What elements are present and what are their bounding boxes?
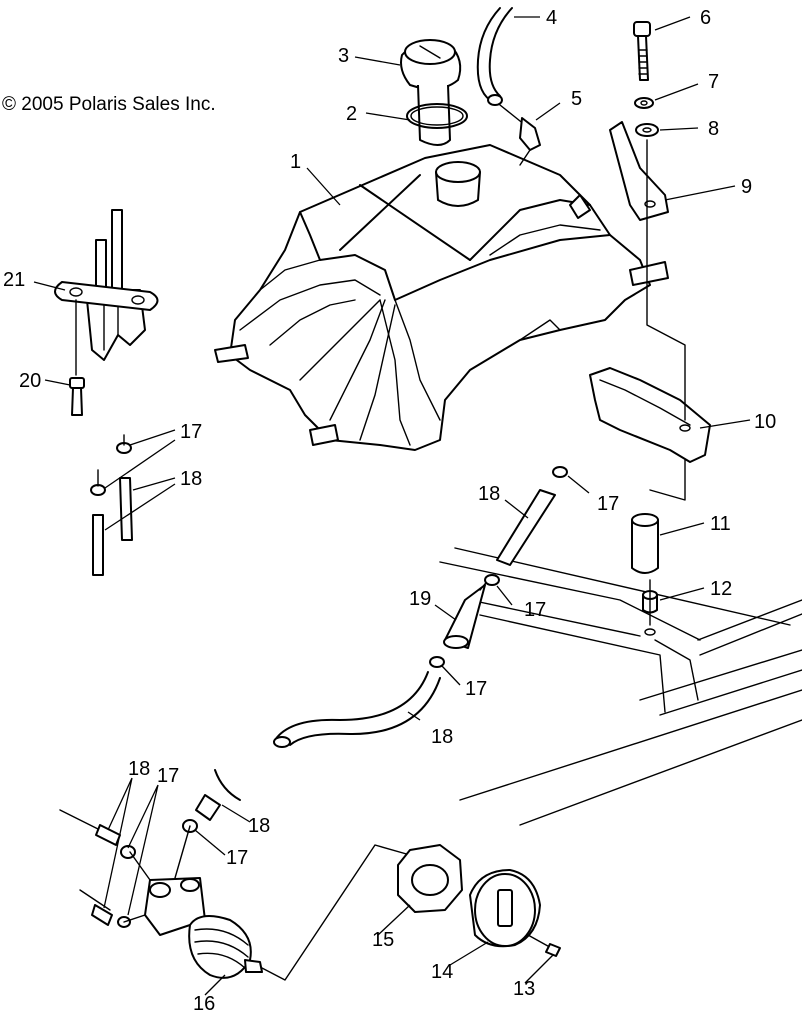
pump-hoses	[59, 769, 241, 926]
callout-16: 16	[193, 993, 215, 1015]
callout-10: 10	[754, 411, 776, 433]
mounting-bolt	[633, 21, 651, 81]
cover-screw	[527, 934, 561, 957]
flat-washer	[635, 123, 659, 137]
callout-17b: 17	[597, 493, 619, 515]
callout-numbers: 1 2 3 4 5 6 7 8 9 10 11 12 13 14 15 16 1…	[3, 7, 776, 1015]
pump-cover	[469, 869, 541, 948]
valve-screw	[69, 299, 85, 416]
fuel-pump	[123, 825, 263, 979]
callout-12: 12	[710, 578, 732, 600]
callout-18a: 18	[180, 468, 202, 490]
callout-8: 8	[708, 118, 719, 140]
callout-4: 4	[546, 7, 557, 29]
callout-13: 13	[513, 978, 535, 1000]
callout-15: 15	[372, 929, 394, 951]
callout-2: 2	[346, 103, 357, 125]
pump-alignment-line	[261, 844, 411, 981]
callout-18e: 18	[248, 815, 270, 837]
callout-17a: 17	[180, 421, 202, 443]
pump-gasket	[397, 844, 463, 913]
alignment-line-bolt	[646, 139, 686, 421]
middle-hose-clamp	[552, 466, 568, 478]
callout-19: 19	[409, 588, 431, 610]
callout-17c: 17	[524, 599, 546, 621]
callout-18b: 18	[478, 483, 500, 505]
lock-washer	[634, 97, 654, 109]
vent-fitting	[499, 104, 541, 166]
valve-gasket	[54, 281, 159, 311]
middle-fuel-hose	[496, 489, 556, 566]
callout-11: 11	[710, 513, 731, 535]
fuel-filter	[443, 577, 491, 649]
callout-7: 7	[708, 71, 719, 93]
lower-fuel-hose	[273, 671, 441, 748]
callout-14: 14	[431, 961, 453, 983]
filter-clamps	[429, 574, 500, 668]
callout-17e: 17	[157, 765, 179, 787]
spacer-sleeve	[631, 513, 659, 574]
left-hose-clamps	[90, 434, 132, 496]
callout-6: 6	[700, 7, 711, 29]
callout-18d: 18	[128, 758, 150, 780]
tank-bracket	[609, 121, 669, 221]
vent-hose	[476, 7, 513, 106]
callout-1: 1	[290, 151, 301, 173]
callout-3: 3	[338, 45, 349, 67]
callout-18c: 18	[431, 726, 453, 748]
callout-17f: 17	[226, 847, 248, 869]
copyright-text: © 2005 Polaris Sales Inc.	[2, 94, 216, 115]
filler-o-ring	[406, 103, 468, 129]
tank-pad	[589, 367, 711, 463]
callout-20: 20	[19, 370, 41, 392]
callout-5: 5	[571, 88, 582, 110]
frame-rails	[439, 547, 802, 826]
leader-lines	[33, 16, 751, 996]
callout-17d: 17	[465, 678, 487, 700]
frame-hole	[644, 628, 656, 636]
callout-9: 9	[741, 176, 752, 198]
callout-21: 21	[3, 269, 25, 291]
fuel-tank	[214, 144, 669, 451]
fuel-cap	[400, 39, 462, 146]
left-fuel-hoses	[92, 477, 133, 576]
